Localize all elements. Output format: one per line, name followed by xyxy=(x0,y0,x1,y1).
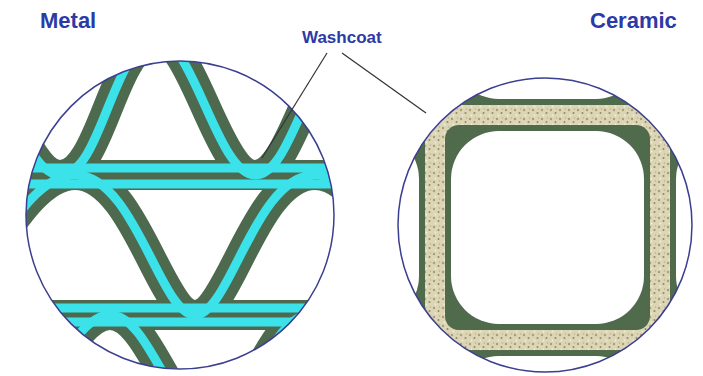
part-label: Ceramic xyxy=(590,9,677,33)
metal-magnifier xyxy=(26,61,334,369)
metal-foil xyxy=(0,38,440,376)
part-label: Washcoat xyxy=(302,29,382,48)
leader-line xyxy=(262,53,327,158)
part-label: Metal xyxy=(40,9,96,33)
leader-line xyxy=(342,53,426,113)
ceramic-magnifier xyxy=(398,78,692,372)
ceramic-cells xyxy=(220,0,703,376)
